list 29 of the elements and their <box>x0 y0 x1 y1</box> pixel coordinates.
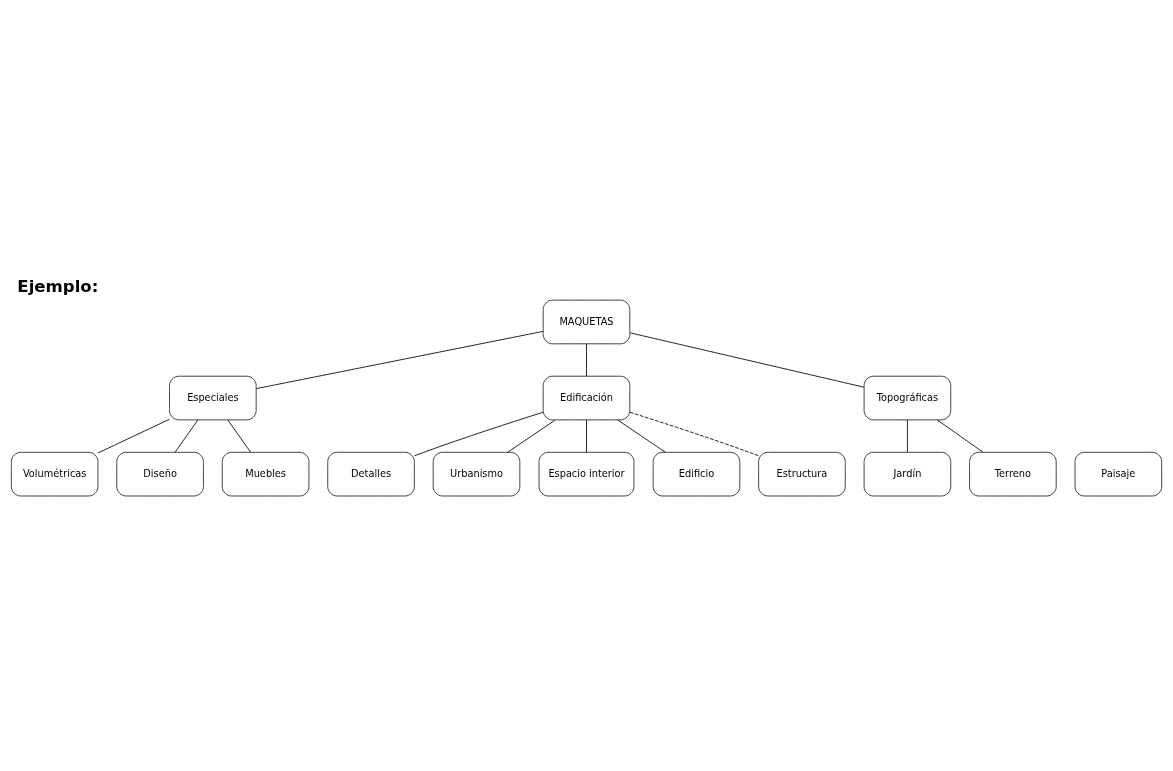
node-box: Volumétricas <box>10 451 99 496</box>
connector <box>174 419 199 453</box>
node-box: Detalles <box>327 451 415 496</box>
node-box: Espacio interior <box>538 451 635 496</box>
node-box: Edificio <box>652 451 741 496</box>
connector <box>507 419 556 453</box>
node-box: Muebles <box>221 451 310 496</box>
connector <box>586 342 587 377</box>
connector <box>936 419 984 453</box>
connector <box>413 411 544 456</box>
connector <box>617 419 666 453</box>
node-box: Paisaje <box>1074 451 1163 496</box>
node-box: Estructura <box>758 451 846 496</box>
connector <box>255 330 544 389</box>
diagram-title: Ejemplo: <box>17 276 99 296</box>
node-box: Edificación <box>542 375 631 420</box>
node-box: Diseño <box>116 451 204 496</box>
connector <box>227 419 252 453</box>
node-box: Terreno <box>969 451 1057 496</box>
connector <box>906 419 908 453</box>
node-box: Urbanismo <box>432 451 521 496</box>
node-box: Jardín <box>863 451 952 496</box>
connector <box>586 419 587 453</box>
node-box: Topográficas <box>863 375 952 420</box>
connector <box>97 418 170 453</box>
connector <box>629 331 865 388</box>
node-box: MAQUETAS <box>542 299 631 344</box>
node-box: Especiales <box>169 375 257 420</box>
connector <box>629 411 760 456</box>
